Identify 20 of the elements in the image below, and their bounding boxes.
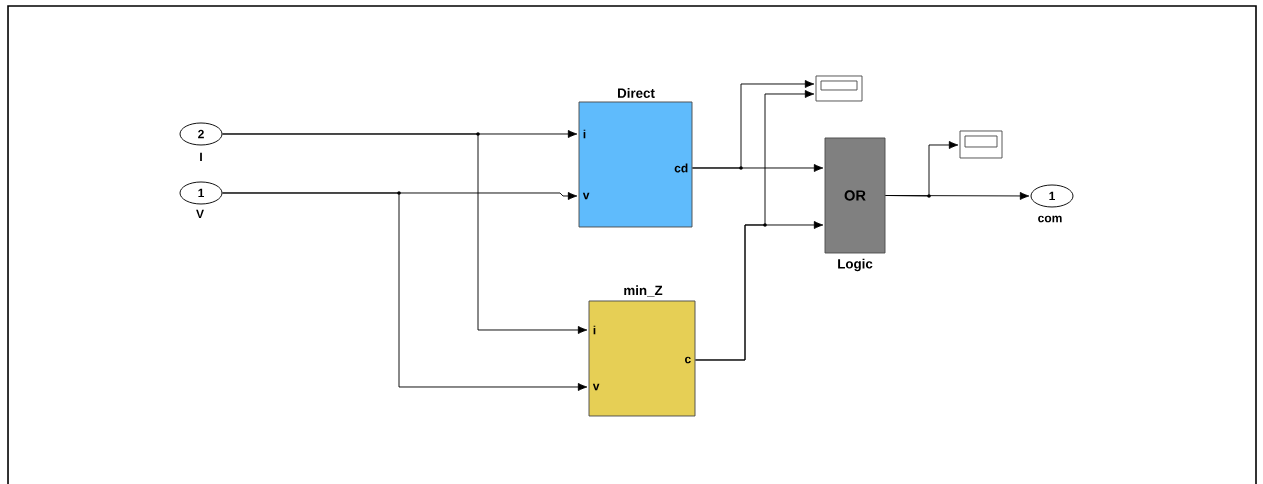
signal-line	[222, 133, 588, 334]
port-label: v	[582, 192, 590, 200]
port-label: v	[592, 383, 600, 391]
signal-line	[692, 164, 824, 172]
block: OR	[824, 137, 886, 254]
block-title: min_Z	[624, 285, 663, 297]
port-name: com	[1038, 215, 1062, 223]
port-label: i	[593, 325, 596, 335]
block-name: Logic	[838, 258, 873, 272]
block-title: Direct	[618, 88, 655, 98]
signal-line	[885, 192, 1030, 200]
port-label: cd	[674, 163, 688, 173]
scope-box	[815, 75, 863, 102]
port-label: c	[685, 356, 691, 364]
port-label: i	[583, 129, 586, 139]
signal-line	[695, 221, 824, 361]
port-name: I	[200, 152, 202, 162]
scope-box	[959, 130, 1003, 159]
port-name: V	[196, 209, 204, 219]
signal-line	[222, 192, 588, 391]
